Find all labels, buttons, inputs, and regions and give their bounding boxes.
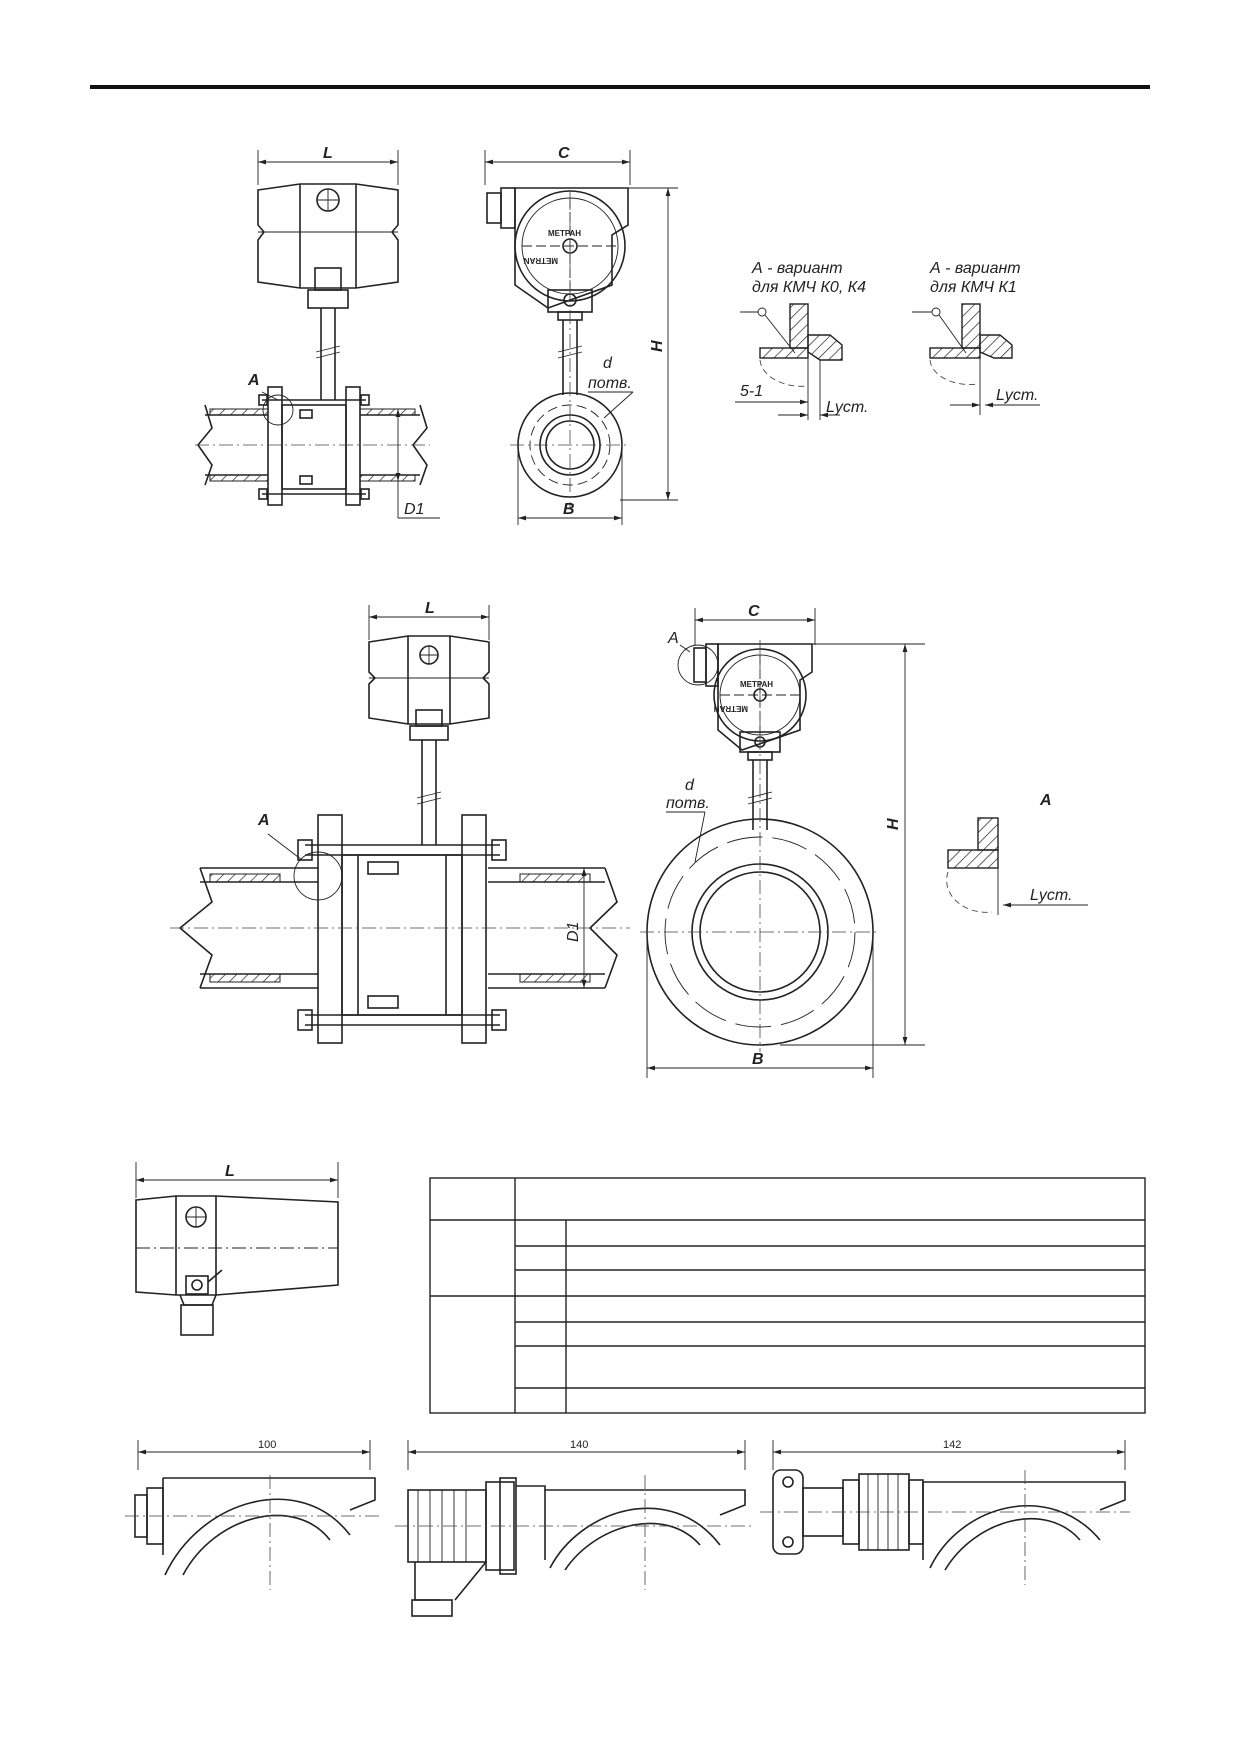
- drawing-2-detail-A-small: A: [667, 630, 679, 647]
- drawing-1-dim-H: H: [649, 340, 666, 352]
- empty-data-table: [429, 1177, 1146, 1414]
- drawing-1-dim-C: C: [558, 145, 570, 162]
- drawing-1-dim-L: L: [323, 145, 333, 162]
- dim-5: 5-1: [740, 383, 763, 400]
- drawing-2-brand-en: METRAN: [714, 704, 748, 713]
- drawing-1-side-view: L: [195, 145, 440, 519]
- variant-k0k4-line1: А - вариант: [751, 260, 843, 277]
- variant-k1-line1: А - вариант: [929, 260, 1021, 277]
- drawing-2-label-potv: потв.: [666, 795, 710, 812]
- drawing-2-dim-L: L: [425, 600, 435, 617]
- connector-width-142: 142: [943, 1439, 961, 1451]
- detail-A-variants: А - вариант для КМЧ К0, К4 А - вариант д…: [735, 260, 1040, 420]
- drawing-2-label-d: d: [685, 777, 695, 794]
- drawing-1-dim-D1: D1: [404, 501, 424, 518]
- connector-width-140: 140: [570, 1439, 588, 1451]
- drawing-2-side-view: L: [170, 600, 630, 1044]
- drawing-2-detail-A: A Lуст.: [946, 792, 1088, 915]
- drawing-2-dim-C: C: [748, 603, 760, 620]
- connector-view-100: 100: [125, 1439, 380, 1590]
- drawing-2-lyst: Lуст.: [1030, 887, 1073, 904]
- drawing-2-dim-D1: D1: [565, 922, 582, 942]
- drawing-1-front-view: C МЕТРАН METRAN d потв.: [484, 145, 678, 525]
- lyst-variant-k1: Lуст.: [996, 387, 1039, 404]
- drawing-2-detail-A: A: [257, 812, 270, 829]
- drawing-2-brand-ru: МЕТРАН: [740, 680, 773, 689]
- drawing-1-detail-A: A: [247, 372, 260, 389]
- drawing-1-brand-ru: МЕТРАН: [548, 229, 581, 238]
- variant-k1-line2: для КМЧ К1: [930, 279, 1017, 296]
- drawing-1-dim-B: B: [563, 501, 575, 518]
- connector-view-142: 142: [760, 1439, 1130, 1585]
- drawing-2-dim-H: H: [885, 818, 902, 830]
- drawing-2-front-view: C A МЕТРАН METRAN d потв.: [640, 603, 925, 1078]
- drawing-1-brand-en: METRAN: [524, 256, 558, 265]
- drawing-3-side-view: L: [135, 1162, 339, 1336]
- connector-width-100: 100: [258, 1439, 276, 1451]
- drawing-1-label-d: d: [603, 355, 613, 372]
- drawing-1-label-potv: потв.: [588, 375, 632, 392]
- drawing-2-dim-B: B: [752, 1051, 764, 1068]
- drawing-3-dim-L: L: [225, 1163, 235, 1180]
- drawing-2-detail-title: A: [1039, 792, 1052, 809]
- connector-view-140: 140: [395, 1439, 755, 1617]
- variant-k0k4-line2: для КМЧ К0, К4: [752, 279, 866, 296]
- lyst-variant-k0k4: Lуст.: [826, 399, 869, 416]
